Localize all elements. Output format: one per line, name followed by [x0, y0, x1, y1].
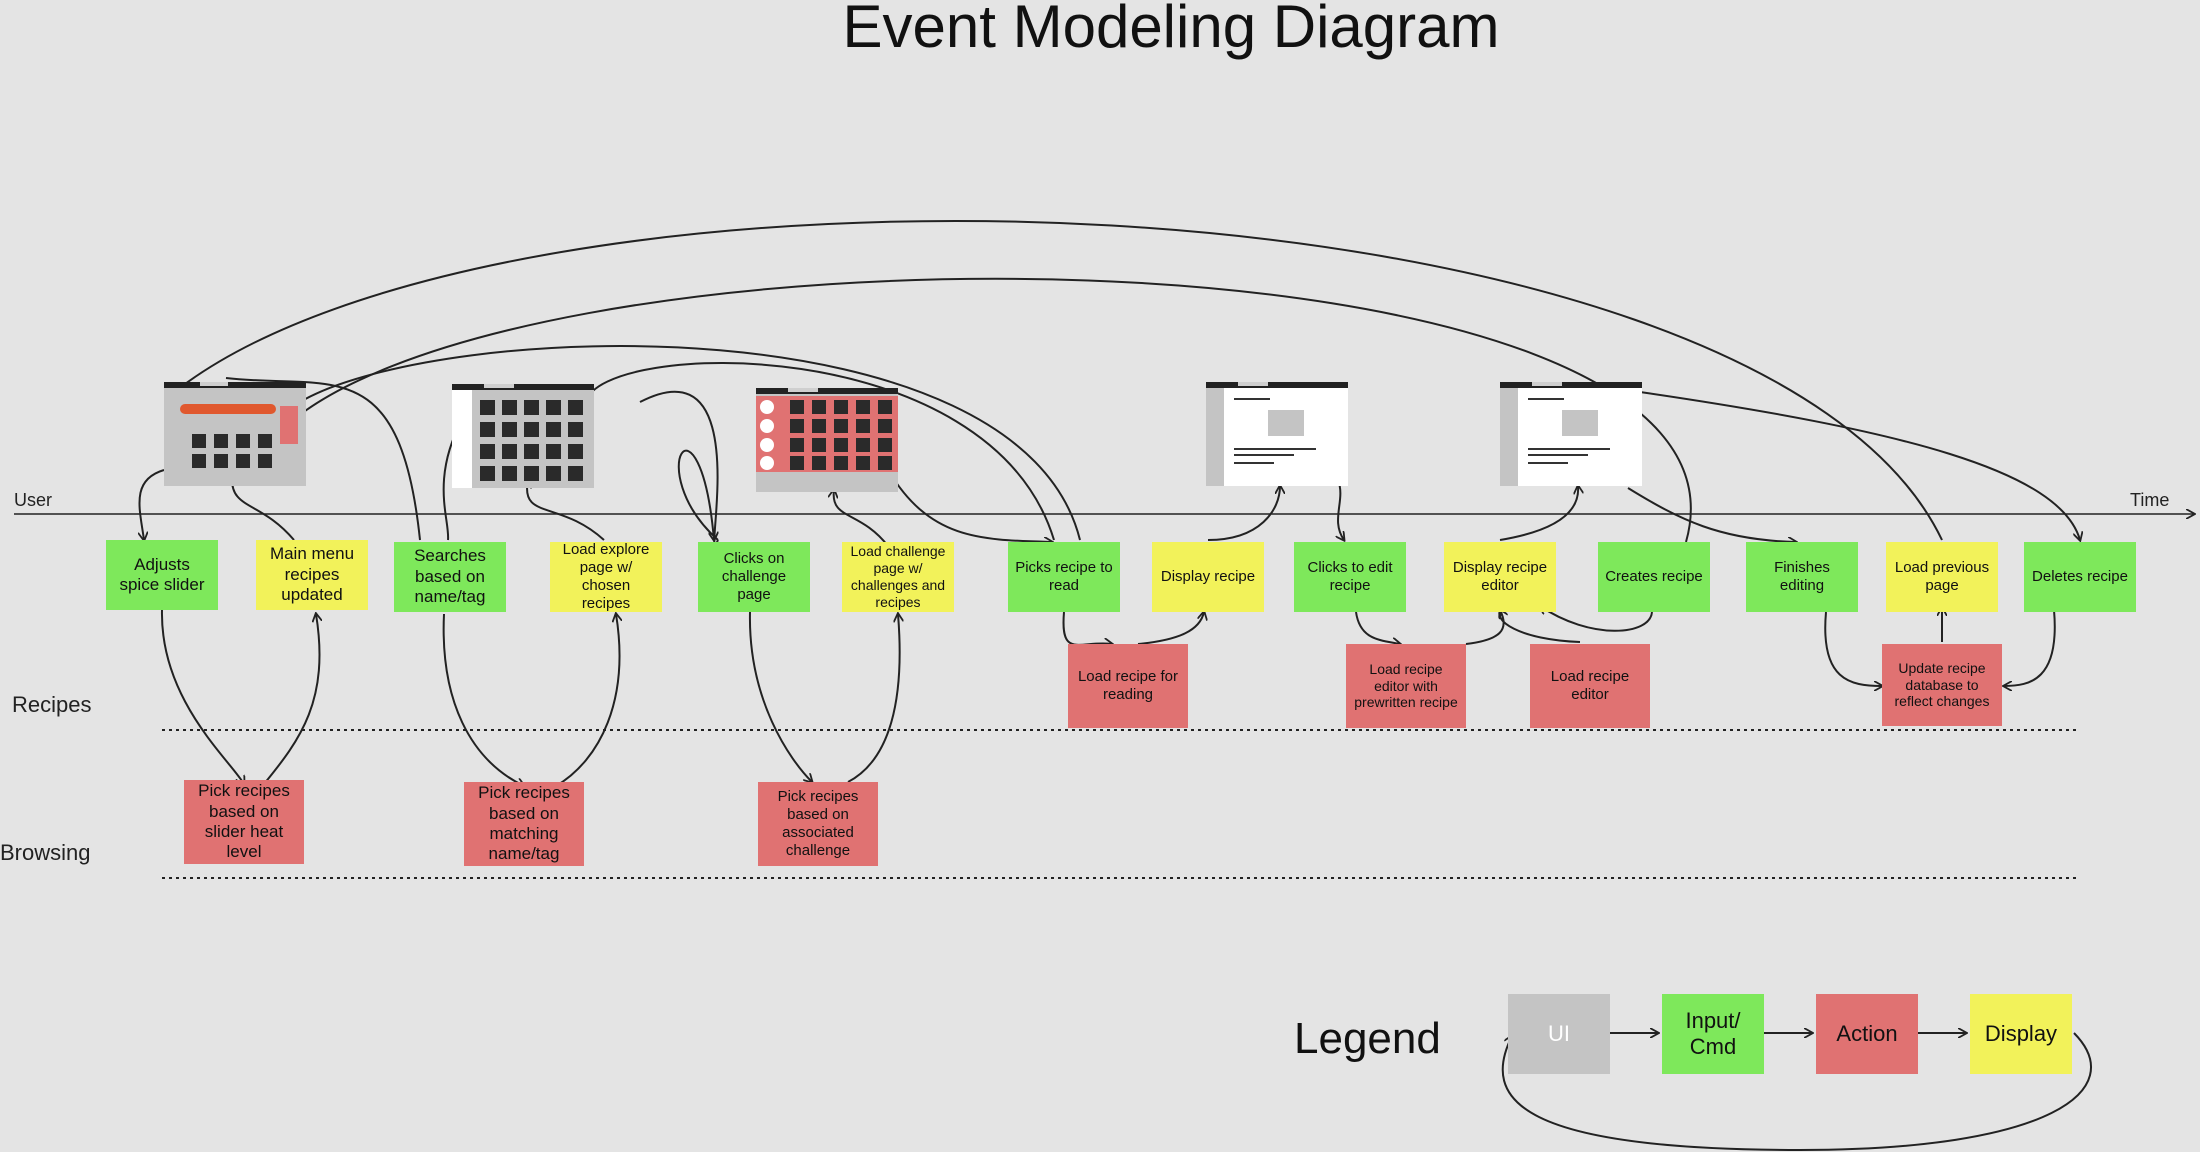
action-update-recipe-database[interactable]: Update recipe database to reflect change… — [1882, 644, 2002, 726]
event-clicks-to-edit-recipe[interactable]: Clicks to edit recipe — [1294, 542, 1406, 612]
event-display-recipe[interactable]: Display recipe — [1152, 542, 1264, 612]
action-pick-slider-heat[interactable]: Pick recipes based on slider heat level — [184, 780, 304, 864]
legend-input-cmd: Input/ Cmd — [1662, 994, 1764, 1074]
action-load-recipe-editor[interactable]: Load recipe editor — [1530, 644, 1650, 728]
ui-explore-page-wireframe — [452, 384, 594, 488]
recipes-lane-label: Recipes — [12, 692, 92, 717]
time-axis-label: Time — [2130, 490, 2170, 510]
legend-ui: UI — [1508, 994, 1610, 1074]
legend-action: Action — [1816, 994, 1918, 1074]
event-finishes-editing[interactable]: Finishes editing — [1746, 542, 1858, 612]
event-picks-recipe-to-read[interactable]: Picks recipe to read — [1008, 542, 1120, 612]
event-load-previous-page[interactable]: Load previous page — [1886, 542, 1998, 612]
event-load-explore-page[interactable]: Load explore page w/ chosen recipes — [550, 541, 662, 612]
action-load-editor-prewritten[interactable]: Load recipe editor with prewritten recip… — [1346, 644, 1466, 728]
event-searches-name-tag[interactable]: Searches based on name/tag — [394, 542, 506, 612]
browsing-lane-label: Browsing — [0, 840, 91, 865]
event-clicks-challenge-page[interactable]: Clicks on challenge page — [698, 542, 810, 612]
event-load-challenge-page[interactable]: Load challenge page w/ challenges and re… — [842, 542, 954, 612]
event-display-recipe-editor[interactable]: Display recipe editor — [1444, 542, 1556, 612]
action-pick-matching-name-tag[interactable]: Pick recipes based on matching name/tag — [464, 782, 584, 866]
action-pick-associated-challenge[interactable]: Pick recipes based on associated challen… — [758, 782, 878, 866]
event-deletes-recipe[interactable]: Deletes recipe — [2024, 542, 2136, 612]
ui-main-menu-wireframe — [164, 382, 306, 486]
ui-recipe-editor-wireframe — [1500, 382, 1642, 486]
action-load-recipe-for-reading[interactable]: Load recipe for reading — [1068, 644, 1188, 728]
event-main-menu-recipes-updated[interactable]: Main menu recipes updated — [256, 540, 368, 610]
ui-challenge-page-wireframe — [756, 388, 898, 492]
legend-title: Legend — [1294, 1014, 1441, 1063]
legend-display: Display — [1970, 994, 2072, 1074]
user-axis-label: User — [14, 490, 53, 510]
diagram-title: Event Modeling Diagram — [842, 0, 1500, 60]
ui-recipe-view-wireframe — [1206, 382, 1348, 486]
event-creates-recipe[interactable]: Creates recipe — [1598, 542, 1710, 612]
event-adjusts-spice-slider[interactable]: Adjusts spice slider — [106, 540, 218, 610]
